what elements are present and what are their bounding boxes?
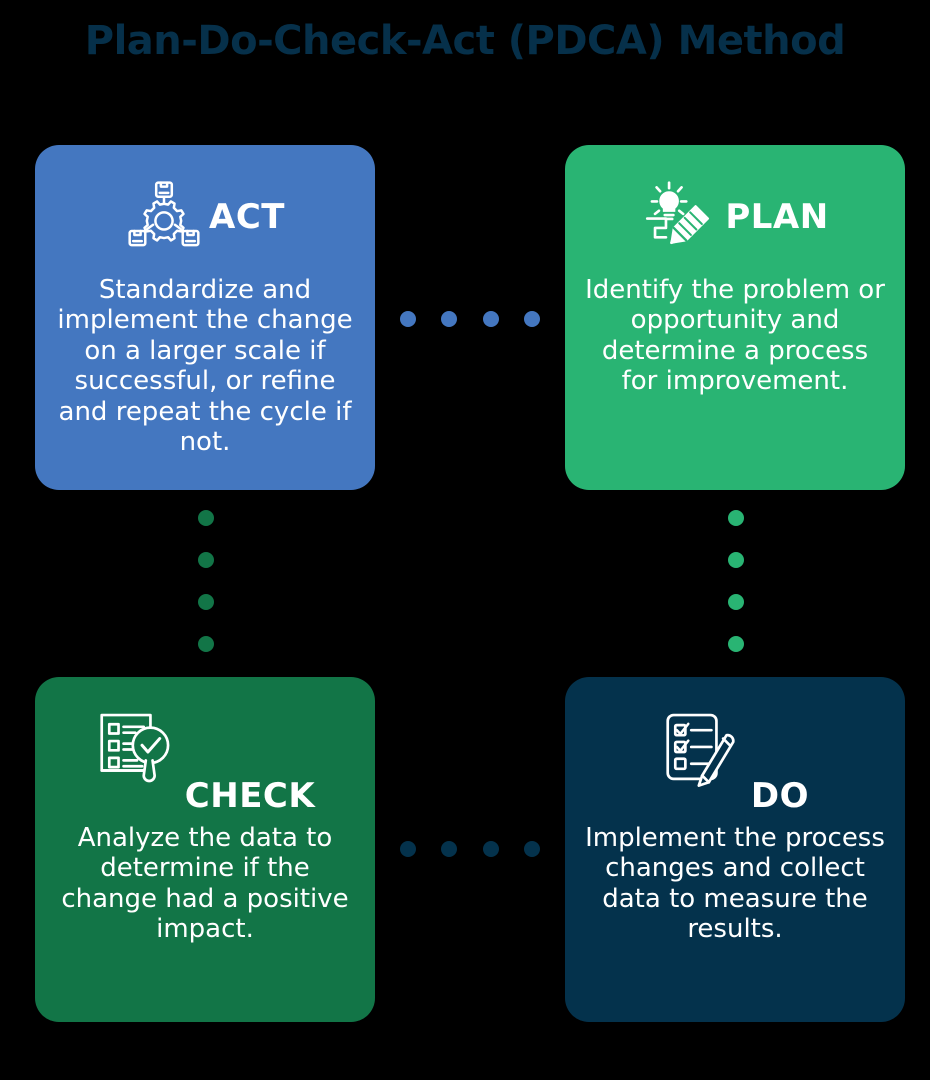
clipboard-magnifier-check-icon — [100, 713, 170, 783]
connector-dot — [400, 841, 416, 857]
connector-dot — [482, 841, 499, 857]
card-plan-header: PLAN — [579, 161, 891, 273]
card-check-label: CHECK — [184, 776, 316, 816]
connector-dot — [523, 841, 540, 857]
card-plan[interactable]: PLAN Identify the problem or opportunity… — [565, 145, 905, 490]
card-plan-description: Identify the problem or opportunity and … — [585, 275, 885, 397]
card-act-description: Standardize and implement the change on … — [57, 275, 353, 458]
card-act-header: ACT — [49, 161, 361, 273]
connector-dot — [198, 594, 214, 610]
connector-dot — [198, 636, 214, 652]
gear-network-icon — [128, 181, 200, 247]
connector-check-to-do — [400, 840, 540, 858]
card-check-description: Analyze the data to determine if the cha… — [61, 823, 349, 945]
card-check[interactable]: CHECK Analyze the data to determine if t… — [35, 677, 375, 1022]
connector-dot — [441, 841, 458, 857]
connector-dot — [728, 594, 744, 610]
card-check-header: CHECK — [49, 687, 361, 817]
connector-plan-to-do — [727, 510, 745, 652]
card-do[interactable]: DO Implement the process changes and col… — [565, 677, 905, 1022]
connector-dot — [728, 552, 744, 568]
connector-dot — [523, 311, 540, 327]
connector-dot — [400, 311, 416, 327]
card-do-label: DO — [750, 776, 810, 816]
connector-dot — [198, 510, 214, 526]
connector-dot — [728, 636, 744, 652]
lightbulb-pencil-icon — [646, 181, 710, 245]
connector-dot — [482, 311, 499, 327]
connector-dot — [728, 510, 744, 526]
checklist-pencil-icon — [666, 713, 735, 787]
card-plan-label: PLAN — [725, 197, 829, 237]
connector-dot — [441, 311, 458, 327]
card-act-label: ACT — [209, 197, 285, 237]
page-title: Plan-Do-Check-Act (PDCA) Method — [84, 18, 846, 64]
card-act[interactable]: ACT Standardize and implement the change… — [35, 145, 375, 490]
card-do-header: DO — [579, 687, 891, 817]
connector-act-to-plan — [400, 310, 540, 328]
card-do-description: Implement the process changes and collec… — [585, 823, 885, 945]
connector-act-to-check — [197, 510, 215, 652]
connector-dot — [198, 552, 214, 568]
